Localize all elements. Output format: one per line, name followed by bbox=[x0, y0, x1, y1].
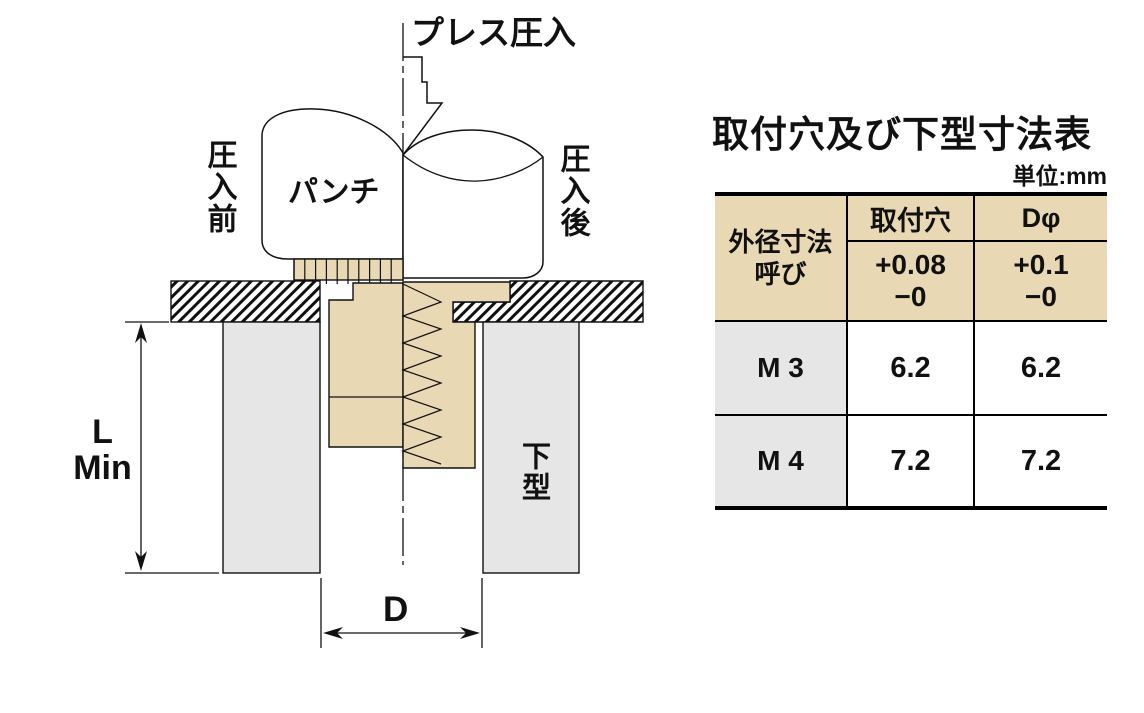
lower-die-label: 下型 bbox=[517, 441, 550, 503]
table-unit: 単位:mm bbox=[1012, 163, 1107, 189]
header-nominal-size-line2: 呼び bbox=[754, 259, 807, 289]
d-label: D bbox=[383, 590, 409, 629]
row-m4-size: M 4 bbox=[715, 414, 848, 506]
punch-after-top-ellipse bbox=[402, 154, 544, 182]
punch-before-shape bbox=[261, 108, 404, 260]
tolerance-mounting-hole: +0.08 −0 bbox=[848, 240, 975, 320]
tolerance-d-phi: +0.1 −0 bbox=[975, 240, 1107, 320]
thread-profile bbox=[401, 283, 443, 465]
serrated-flange bbox=[293, 258, 404, 284]
before-press-label: 圧入前 bbox=[202, 139, 236, 235]
plate-left bbox=[170, 280, 321, 323]
dimension-table: 外径寸法 呼び 取付穴 Dφ +0.08 −0 +0.1 −0 M 3 6.2 … bbox=[715, 192, 1107, 510]
row-m3-hole: 6.2 bbox=[848, 320, 975, 414]
punch-after-shape bbox=[402, 129, 544, 279]
die-right bbox=[482, 321, 580, 574]
header-nominal-size: 外径寸法 呼び bbox=[715, 196, 848, 320]
row-m3-d: 6.2 bbox=[975, 320, 1107, 414]
header-d-phi: Dφ bbox=[975, 196, 1107, 240]
table-title: 取付穴及び下型寸法表 bbox=[712, 114, 1092, 155]
after-press-label: 圧入後 bbox=[555, 143, 589, 239]
stud-before bbox=[328, 282, 404, 448]
press-arrow bbox=[402, 56, 444, 156]
d-dimension bbox=[320, 578, 483, 648]
l-min-dimension bbox=[125, 321, 219, 574]
row-m4-hole: 7.2 bbox=[848, 414, 975, 506]
header-nominal-size-line1: 外径寸法 bbox=[728, 226, 833, 257]
row-m3-size: M 3 bbox=[715, 320, 848, 414]
row-m4-d: 7.2 bbox=[975, 414, 1107, 506]
stud-after bbox=[401, 281, 511, 469]
press-insertion-label: プレス圧入 bbox=[411, 14, 576, 51]
l-min-label: L Min bbox=[73, 413, 132, 487]
header-mounting-hole: 取付穴 bbox=[848, 196, 975, 240]
punch-label: パンチ bbox=[288, 176, 380, 209]
die-left bbox=[222, 321, 321, 574]
